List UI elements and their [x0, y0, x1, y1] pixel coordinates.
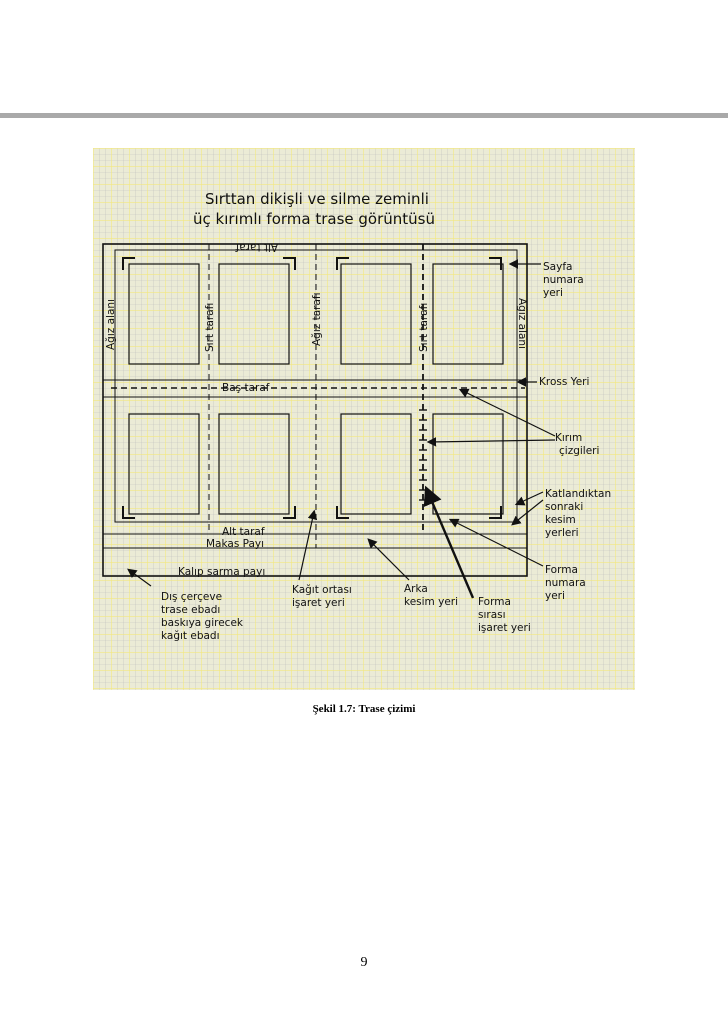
svg-text:yerleri: yerleri [545, 527, 579, 539]
label-alt-taraf-top: Alt taraf [235, 241, 278, 253]
svg-text:Katlandıktan: Katlandıktan [545, 488, 611, 500]
svg-text:kesim: kesim [545, 514, 576, 526]
callout-kirim-cizgileri: Kırım çizgileri [555, 432, 599, 457]
header-rule [0, 113, 728, 118]
callout-forma-numara-yeri: Forma numara yeri [545, 564, 586, 602]
label-sirt-tarafi-left: Sırt tarafı [204, 303, 216, 352]
svg-text:kağıt ebadı: kağıt ebadı [161, 630, 220, 642]
svg-text:Forma: Forma [545, 564, 578, 576]
callout-kross-yeri: Kross Yeri [539, 376, 589, 388]
svg-text:Arka: Arka [404, 583, 428, 595]
page-number: 9 [360, 955, 368, 970]
callout-dis-cerceve: Dış çerçeve trase ebadı baskıya girecek … [161, 591, 244, 642]
callout-kagit-ortasi: Kağıt ortası işaret yeri [292, 584, 352, 609]
callout-forma-sirasi: Forma sırası işaret yeri [478, 596, 531, 634]
svg-text:sırası: sırası [478, 609, 506, 621]
svg-text:yeri: yeri [543, 287, 563, 299]
label-sirt-tarafi-right: Sırt tarafı [418, 303, 430, 352]
page-box [340, 413, 412, 515]
svg-text:Sayfa: Sayfa [543, 261, 572, 273]
page-box [432, 413, 504, 515]
outer-frame [102, 243, 528, 577]
svg-text:Kağıt ortası: Kağıt ortası [292, 584, 352, 596]
label-agiz-alani-right: Ağız alanı [516, 298, 528, 349]
label-alt-taraf-bottom: Alt taraf [222, 526, 265, 538]
page-box [128, 263, 200, 365]
trase-diagram: Sırttan dikişli ve silme zeminli üç kırı… [93, 148, 635, 690]
svg-text:numara: numara [545, 577, 586, 589]
figure-caption: Şekil 1.7: Trase çizimi [312, 703, 416, 715]
svg-text:numara: numara [543, 274, 584, 286]
svg-text:çizgileri: çizgileri [559, 445, 599, 457]
label-agiz-tarafi-center: Ağız tarafı [311, 292, 323, 346]
page-box [432, 263, 504, 365]
svg-text:yeri: yeri [545, 590, 565, 602]
svg-text:kesim yeri: kesim yeri [404, 596, 458, 608]
svg-text:işaret yeri: işaret yeri [292, 597, 345, 609]
label-kalip-sarma-payi: Kalıp sarma payı [178, 566, 265, 578]
figure-title-line2: üç kırımlı forma trase görüntüsü [193, 210, 435, 228]
svg-text:baskıya girecek: baskıya girecek [161, 617, 244, 629]
svg-text:Kırım: Kırım [555, 432, 582, 444]
trase-figure: Sırttan dikişli ve silme zeminli üç kırı… [93, 148, 635, 690]
svg-text:sonraki: sonraki [545, 501, 583, 513]
label-bas-taraf: Baş taraf [222, 382, 270, 394]
page-box [218, 413, 290, 515]
svg-text:trase ebadı: trase ebadı [161, 604, 220, 616]
callout-arka-kesim: Arka kesim yeri [404, 583, 458, 608]
callout-sayfa-numara-yeri: Sayfa numara yeri [543, 261, 584, 299]
callout-arrows [127, 259, 556, 587]
callout-katlandiktan: Katlandıktan sonraki kesim yerleri [545, 488, 611, 539]
page-box [128, 413, 200, 515]
figure-title-line1: Sırttan dikişli ve silme zeminli [205, 190, 429, 208]
label-makas-payi: Makas Payı [206, 538, 264, 550]
svg-text:Forma: Forma [478, 596, 511, 608]
page-box [340, 263, 412, 365]
label-agiz-alani-left: Ağız alanı [105, 299, 117, 350]
svg-text:işaret yeri: işaret yeri [478, 622, 531, 634]
svg-text:Dış çerçeve: Dış çerçeve [161, 591, 222, 603]
page-box [218, 263, 290, 365]
